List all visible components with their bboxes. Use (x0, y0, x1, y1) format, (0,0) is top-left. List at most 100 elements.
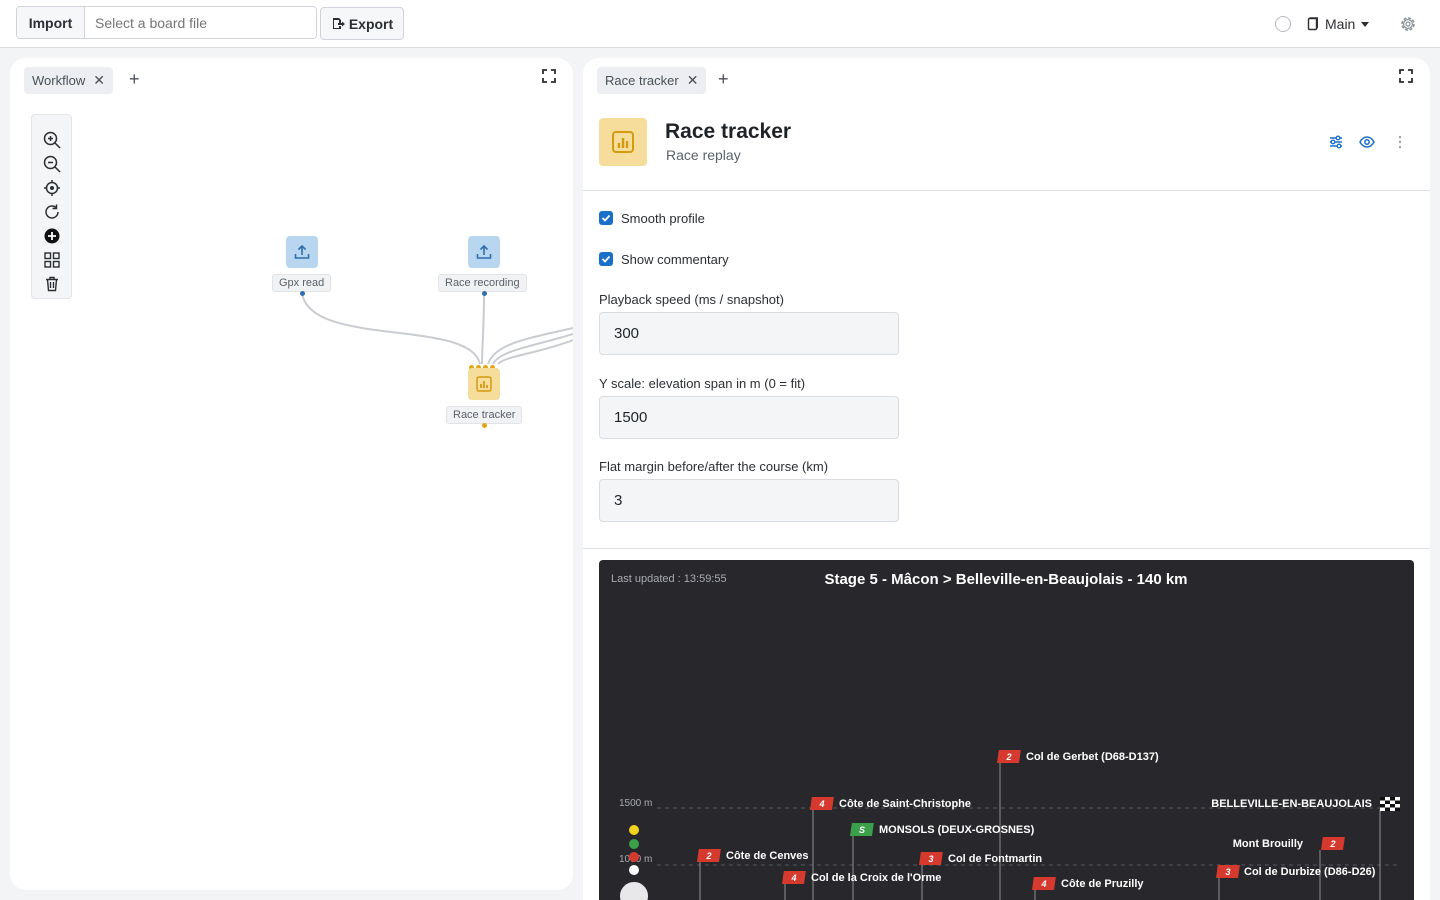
tab-label: Race tracker (605, 73, 679, 88)
marker-monsols-sprint: S MONSOLS (DEUX-GROSNES) (850, 823, 1035, 836)
last-updated: Last updated : 13:59:55 (611, 573, 727, 585)
board-file-input[interactable] (85, 7, 316, 38)
tab-label: Workflow (32, 73, 86, 88)
yscale-input[interactable] (599, 396, 899, 439)
gear-icon[interactable] (1399, 15, 1417, 33)
svg-text:2: 2 (1329, 839, 1335, 849)
eye-icon[interactable] (1359, 134, 1375, 150)
svg-text:2: 2 (1005, 752, 1011, 762)
input-port[interactable] (476, 365, 481, 370)
checkered-flag-icon (1380, 797, 1400, 811)
fullscreen-icon[interactable] (542, 69, 556, 83)
svg-text:4: 4 (1040, 879, 1046, 889)
svg-text:4: 4 (790, 873, 796, 883)
status-indicator (1275, 16, 1291, 32)
tab-workflow[interactable]: Workflow ✕ (24, 67, 113, 94)
zoom-in-icon[interactable] (43, 131, 61, 149)
svg-text:Mont Brouilly: Mont Brouilly (1233, 838, 1304, 850)
add-tab-button[interactable]: + (718, 69, 729, 89)
flat-margin-label: Flat margin before/after the course (km) (599, 459, 829, 474)
ytick-1500: 1500 m (619, 798, 652, 809)
marker-cote-de-pruzilly: 4 Côte de Pruzilly (1032, 877, 1144, 890)
rider-dot-yellow (629, 825, 639, 835)
svg-text:BELLEVILLE-EN-BEAUJOLAIS: BELLEVILLE-EN-BEAUJOLAIS (1211, 798, 1372, 810)
tab-race-tracker[interactable]: Race tracker ✕ (597, 67, 707, 94)
fullscreen-icon[interactable] (1399, 69, 1413, 83)
smooth-profile-checkbox[interactable]: Smooth profile (599, 209, 705, 227)
race-recording-node[interactable] (468, 236, 500, 268)
race-profile-chart: Last updated : 13:59:55 Stage 5 - Mâcon … (599, 560, 1414, 900)
svg-text:Col de Gerbet (D68-D137): Col de Gerbet (D68-D137) (1026, 751, 1159, 763)
sliders-icon[interactable] (1328, 134, 1344, 150)
show-commentary-label: Show commentary (621, 251, 729, 267)
export-button[interactable]: Export (320, 7, 404, 40)
svg-text:3: 3 (1225, 867, 1230, 877)
upload-icon (476, 244, 492, 259)
checkbox-checked[interactable] (599, 211, 613, 225)
rider-dot-white (629, 865, 639, 875)
rider-dot-green (629, 839, 639, 849)
race-tracker-node[interactable] (468, 368, 500, 400)
svg-text:Côte de Saint-Christophe: Côte de Saint-Christophe (839, 798, 971, 810)
rider-position-marker (618, 880, 650, 900)
refresh-icon[interactable] (43, 203, 61, 221)
add-tab-button[interactable]: + (129, 69, 140, 89)
race-tracker-label: Race tracker (446, 406, 523, 424)
branch-label: Main (1325, 16, 1356, 32)
race-recording-label: Race recording (438, 274, 527, 292)
marker-cote-de-saint-christophe: 4 Côte de Saint-Christophe (810, 797, 971, 810)
export-label: Export (348, 15, 394, 32)
check-icon (601, 214, 611, 222)
race-tracker-panel: Race tracker ✕ + Race tracker Race repla… (583, 58, 1430, 900)
layout-icon[interactable] (43, 251, 61, 269)
add-node-icon[interactable] (43, 227, 61, 245)
race-tracker-widget-icon (599, 118, 647, 166)
playback-speed-input[interactable] (599, 312, 899, 355)
yscale-label: Y scale: elevation span in m (0 = fit) (599, 376, 806, 391)
branch-selector[interactable]: Main (1307, 14, 1370, 34)
show-commentary-checkbox[interactable]: Show commentary (599, 250, 729, 268)
chart-icon (476, 376, 492, 392)
widget-title: Race tracker (665, 120, 792, 143)
marker-finish: BELLEVILLE-EN-BEAUJOLAIS (1211, 797, 1400, 811)
center-icon[interactable] (43, 179, 61, 197)
chart-title: Stage 5 - Mâcon > Belleville-en-Beaujola… (824, 571, 1187, 588)
marker-col-de-durbize: 3 Col de Durbize (D86-D26) (1216, 865, 1376, 878)
svg-text:Col de Fontmartin: Col de Fontmartin (948, 853, 1042, 865)
svg-text:2: 2 (705, 851, 711, 861)
close-icon[interactable]: ✕ (93, 72, 105, 88)
trash-icon[interactable] (43, 275, 61, 293)
output-port[interactable] (482, 291, 487, 296)
zoom-out-icon[interactable] (43, 155, 61, 173)
svg-text:4: 4 (818, 799, 824, 809)
output-port[interactable] (482, 423, 487, 428)
workflow-panel: Workflow ✕ + Gpx read Race recording Rac… (10, 58, 573, 890)
widget-subtitle: Race replay (666, 147, 741, 163)
svg-text:3: 3 (928, 854, 933, 864)
marker-col-de-la-croix-de-lorme: 4 Col de la Croix de l'Orme (782, 871, 941, 884)
rider-dot-red (629, 852, 639, 862)
input-port[interactable] (490, 365, 495, 370)
import-button[interactable]: Import (17, 7, 85, 38)
input-port[interactable] (469, 365, 474, 370)
checkbox-checked[interactable] (599, 252, 613, 266)
form-divider (583, 548, 1430, 549)
chart-icon (612, 131, 634, 153)
input-port[interactable] (483, 365, 488, 370)
svg-text:Col de la Croix de l'Orme: Col de la Croix de l'Orme (811, 872, 941, 884)
output-port[interactable] (300, 291, 305, 296)
svg-text:Côte de Cenves: Côte de Cenves (726, 850, 809, 862)
gpx-read-node[interactable] (286, 236, 318, 268)
svg-text:Col de Durbize (D86-D26): Col de Durbize (D86-D26) (1244, 866, 1376, 878)
document-icon (1307, 17, 1318, 31)
marker-cote-de-cenves: 2 Côte de Cenves (697, 849, 809, 862)
more-icon[interactable] (1392, 134, 1408, 150)
header-divider (583, 190, 1430, 191)
flat-margin-input[interactable] (599, 479, 899, 522)
svg-text:S: S (859, 825, 865, 835)
playback-speed-label: Playback speed (ms / snapshot) (599, 292, 784, 307)
upload-icon (294, 244, 310, 259)
import-group: Import (16, 6, 317, 39)
close-icon[interactable]: ✕ (686, 72, 699, 88)
marker-col-de-fontmartin: 3 Col de Fontmartin (919, 852, 1042, 865)
